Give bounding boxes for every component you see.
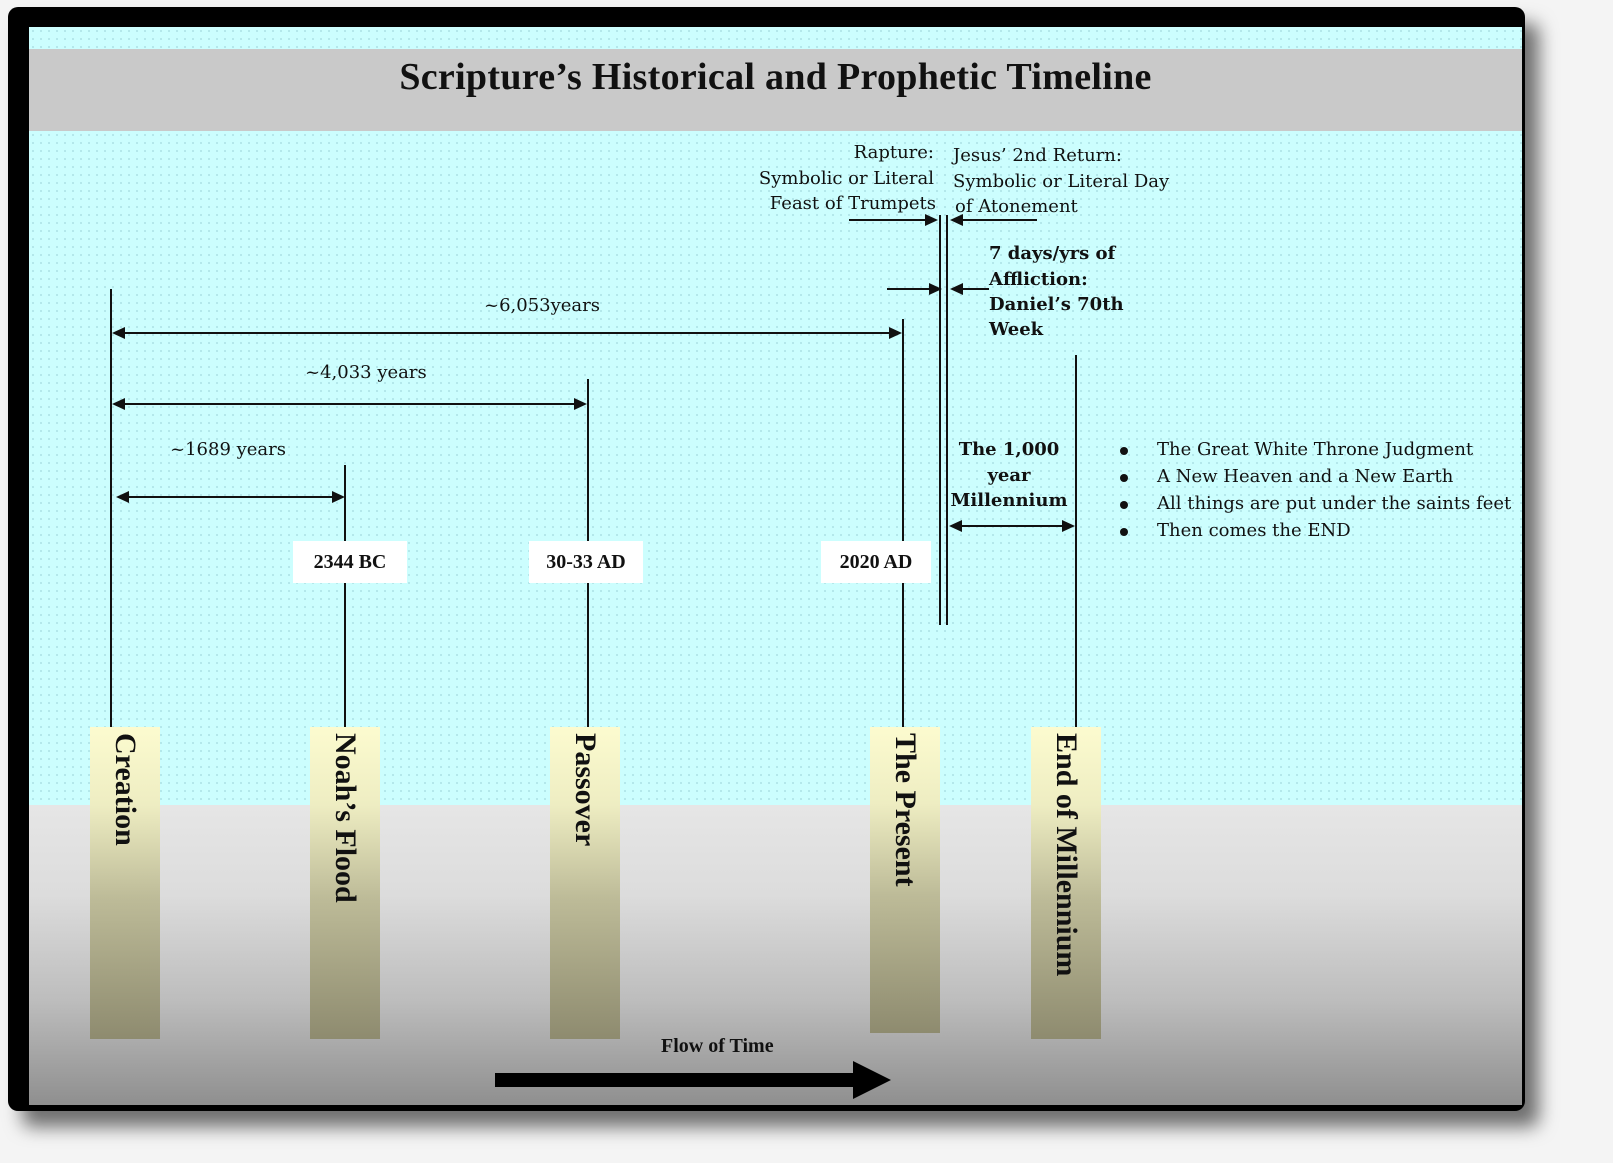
return-label-line2: Symbolic or Literal Day: [953, 171, 1170, 192]
arrowhead-left-icon: [949, 520, 962, 532]
return-pointer: [962, 219, 1037, 221]
flow-arrow-shaft: [495, 1073, 855, 1087]
bullet-icon: [1120, 501, 1128, 509]
arrowhead-left-icon: [112, 398, 125, 410]
pillar-label: End of Millennium: [1050, 733, 1083, 977]
return-label-line1: Jesus’ 2nd Return:: [953, 145, 1122, 166]
bottom-gradient-band: [29, 805, 1522, 1105]
arrowhead-right-icon: [925, 214, 938, 226]
arrowhead-left-icon: [112, 327, 125, 339]
flow-of-time-label: Flow of Time: [661, 1035, 774, 1057]
affliction-label-line2: Affliction:: [989, 269, 1088, 290]
arrowhead-right-icon: [889, 327, 902, 339]
list-item: Then comes the END: [1117, 520, 1511, 547]
creation-line: [110, 289, 112, 729]
millennium-label-line1: The 1,000: [958, 439, 1060, 460]
pillar-label: Creation: [109, 733, 142, 846]
pillar-the-present: The Present: [870, 727, 940, 1033]
millennium-end-line: [1075, 355, 1077, 729]
millennium-label-line3: Millennium: [950, 490, 1068, 511]
list-item: A New Heaven and a New Earth: [1117, 466, 1511, 493]
return-line: [946, 215, 948, 625]
pillar-passover: Passover: [550, 727, 620, 1039]
span-label-creation-passover: ~4,033 years: [305, 362, 427, 383]
span-arrow-creation-passover: [117, 403, 574, 405]
list-item: All things are put under the saints feet: [1117, 493, 1511, 520]
pillar-end-of-millennium: End of Millennium: [1031, 727, 1101, 1039]
flow-arrow-head-icon: [853, 1061, 891, 1099]
millennium-label-line2: year: [987, 465, 1031, 486]
arrowhead-right-icon: [574, 398, 587, 410]
affliction-pointer-right: [961, 288, 989, 290]
rapture-pointer: [849, 219, 927, 221]
arrowhead-right-icon: [1062, 520, 1075, 532]
pillar-label: The Present: [889, 733, 922, 887]
pillar-creation: Creation: [90, 727, 160, 1039]
pillar-noahs-flood: Noah’s Flood: [310, 727, 380, 1039]
span-label-creation-present: ~6,053years: [484, 295, 601, 316]
rapture-label-line3: Feast of Trumpets: [769, 193, 936, 214]
millennium-span-arrow: [961, 525, 1063, 527]
rapture-label-line2: Symbolic or Literal: [758, 168, 934, 189]
affliction-label-line1: 7 days/yrs of: [989, 243, 1116, 264]
arrowhead-right-icon: [332, 491, 345, 503]
bullet-icon: [1120, 528, 1128, 536]
list-item: The Great White Throne Judgment: [1117, 439, 1511, 466]
rapture-line: [939, 215, 941, 625]
timeline-slide: Scripture’s Historical and Prophetic Tim…: [29, 27, 1522, 1105]
affliction-label-line3: Daniel’s 70th: [989, 294, 1124, 315]
arrowhead-right-icon: [929, 283, 942, 295]
title-bar: [29, 49, 1522, 131]
flood-line: [344, 465, 346, 729]
bullet-icon: [1120, 447, 1128, 455]
bullet-icon: [1120, 474, 1128, 482]
affliction-label-line4: Week: [989, 319, 1044, 340]
date-box-flood: 2344 BC: [293, 541, 407, 583]
affliction-pointer-left: [887, 288, 932, 290]
rapture-label-line1: Rapture:: [853, 142, 934, 163]
pillar-label: Passover: [569, 733, 602, 847]
arrowhead-left-icon: [950, 283, 963, 295]
slide-frame: Scripture’s Historical and Prophetic Tim…: [8, 7, 1525, 1111]
date-box-present: 2020 AD: [821, 541, 931, 583]
arrowhead-left-icon: [950, 214, 963, 226]
pillar-label: Noah’s Flood: [329, 733, 362, 903]
date-box-passover: 30-33 AD: [529, 541, 643, 583]
span-label-creation-flood: ~1689 years: [170, 439, 287, 460]
span-arrow-creation-present: [117, 332, 889, 334]
present-line: [902, 319, 904, 729]
end-events-list: The Great White Throne Judgment A New He…: [1117, 439, 1511, 547]
span-arrow-creation-flood: [121, 496, 332, 498]
return-label-line3: of Atonement: [955, 196, 1078, 217]
page-title: Scripture’s Historical and Prophetic Tim…: [399, 56, 1152, 98]
arrowhead-left-icon: [116, 491, 129, 503]
